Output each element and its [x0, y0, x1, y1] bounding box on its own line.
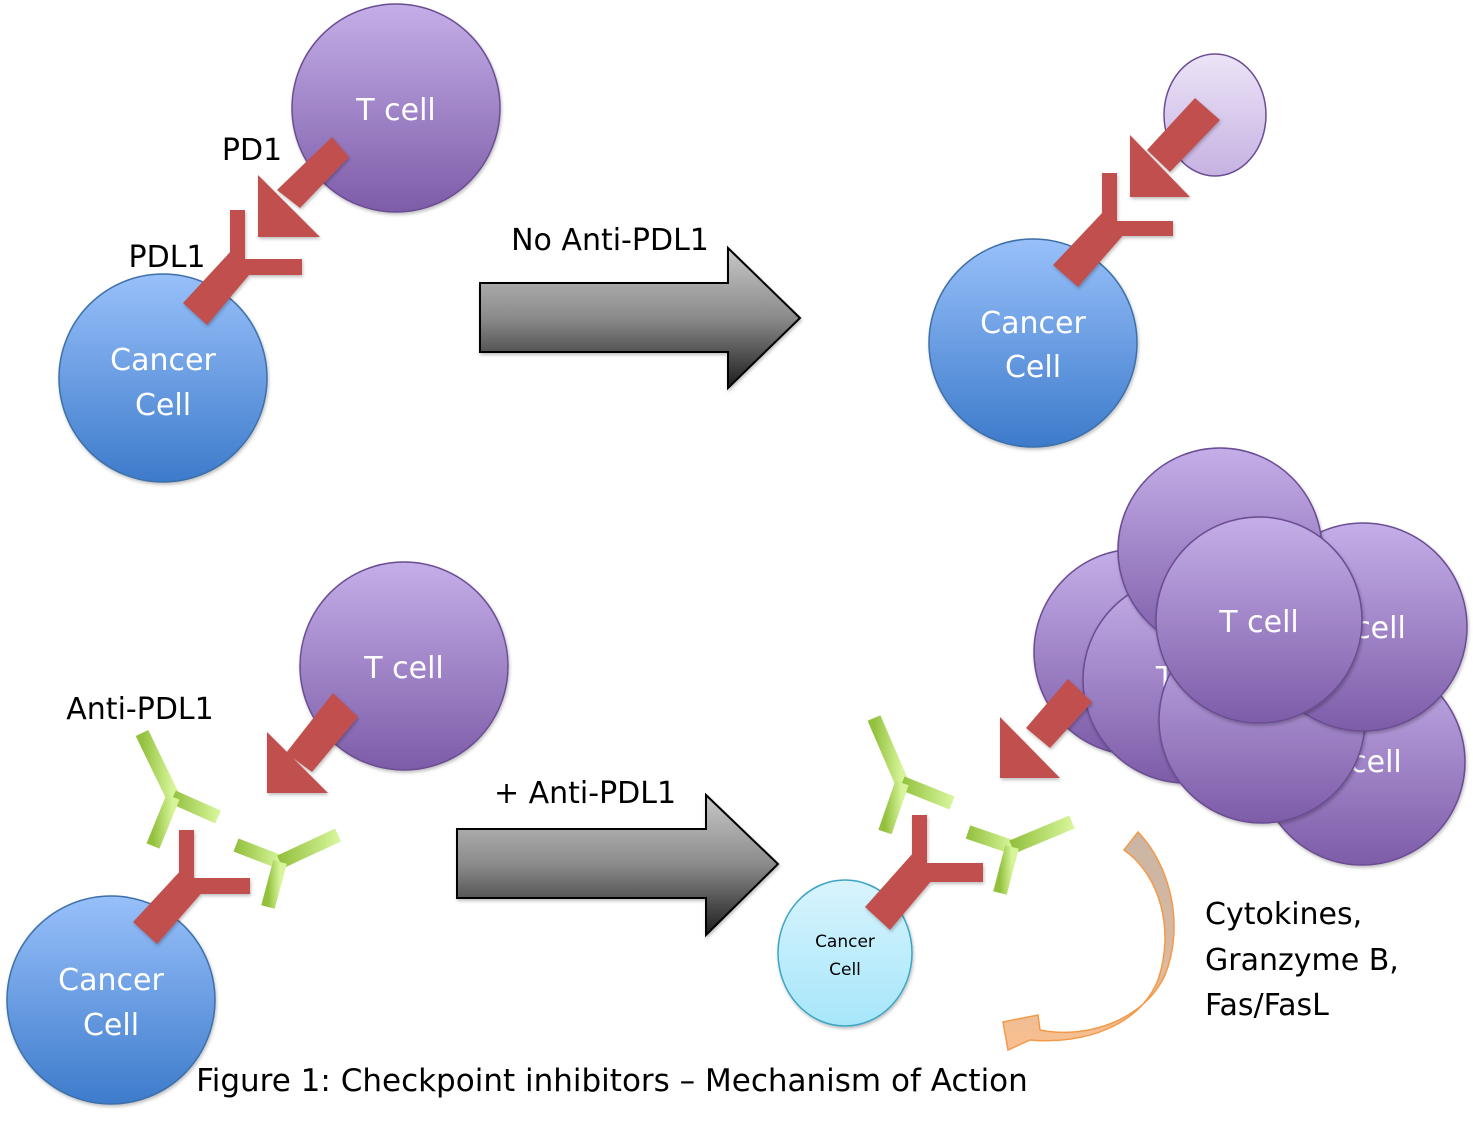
plus-anti-pdl1-process-arrow: + Anti-PDL1	[456, 776, 780, 938]
cancer-cell-label-line1: Cancer	[980, 306, 1086, 341]
cancer-cell: Cancer Cell	[6, 895, 216, 1105]
anti-pdl1-antibody-icon	[965, 815, 1075, 895]
pd1-label: PD1	[222, 133, 282, 168]
cancer-cell: Cancer Cell	[928, 238, 1138, 448]
anti-pdl1-antibody-icon	[233, 828, 341, 909]
effector-molecules-text: Cytokines, Granzyme B, Fas/FasL	[1205, 897, 1399, 1023]
t-cell-label: T cell	[363, 651, 443, 686]
bottom-left-panel: T cell Cancer Cell Anti-PDL1	[6, 561, 509, 1105]
no-anti-pdl1-process-arrow: No Anti-PDL1	[479, 223, 802, 391]
figure-caption: Figure 1: Checkpoint inhibitors – Mechan…	[196, 1063, 1028, 1099]
cancer-cell-label-line2: Cell	[829, 960, 861, 980]
pdl1-ligand-icon	[133, 830, 250, 944]
cancer-cell-label-line1: Cancer	[110, 343, 216, 378]
plus-anti-pdl1-label: + Anti-PDL1	[494, 776, 676, 811]
activated-t-cell-cluster: T cell T cell T cell	[1033, 447, 1468, 866]
pdl1-label: PDL1	[129, 240, 206, 275]
effector-line: Fas/FasL	[1205, 988, 1329, 1023]
t-cell-label: cell	[1354, 611, 1406, 646]
t-cell: T cell	[1155, 516, 1363, 724]
effector-line: Cytokines,	[1205, 897, 1362, 932]
cancer-cell-label-line1: Cancer	[58, 963, 164, 998]
top-left-panel: T cell Cancer Cell PD1 PDL1	[58, 3, 501, 483]
pdl1-ligand-icon	[1053, 173, 1173, 287]
pd1-receptor-icon	[267, 693, 358, 793]
effector-line: Granzyme B,	[1205, 943, 1399, 978]
pd1-receptor-icon	[1000, 679, 1092, 778]
cancer-cell-label-line2: Cell	[83, 1008, 139, 1043]
effector-curved-arrow-icon	[1002, 830, 1175, 1052]
cancer-cell-label-line1: Cancer	[815, 932, 875, 952]
pd1-receptor-icon	[1130, 98, 1220, 197]
pdl1-ligand-icon	[865, 815, 983, 930]
cancer-cell-label-line2: Cell	[135, 388, 191, 423]
t-cell-label: T cell	[1218, 605, 1298, 640]
pdl1-ligand-icon	[183, 210, 302, 325]
bottom-right-panel: T cell T cell T cell	[777, 447, 1468, 1052]
anti-pdl1-antibody-icon	[867, 715, 955, 835]
top-right-panel: Cancer Cell	[928, 53, 1267, 448]
anti-pdl1-antibody-icon	[135, 729, 221, 849]
no-anti-pdl1-label: No Anti-PDL1	[511, 223, 709, 258]
t-cell-label: T cell	[355, 93, 435, 128]
cancer-cell: Cancer Cell	[58, 273, 268, 483]
cancer-cell-label-line2: Cell	[1005, 350, 1061, 385]
pd1-receptor-icon	[258, 137, 349, 237]
anti-pdl1-label: Anti-PDL1	[66, 692, 213, 727]
